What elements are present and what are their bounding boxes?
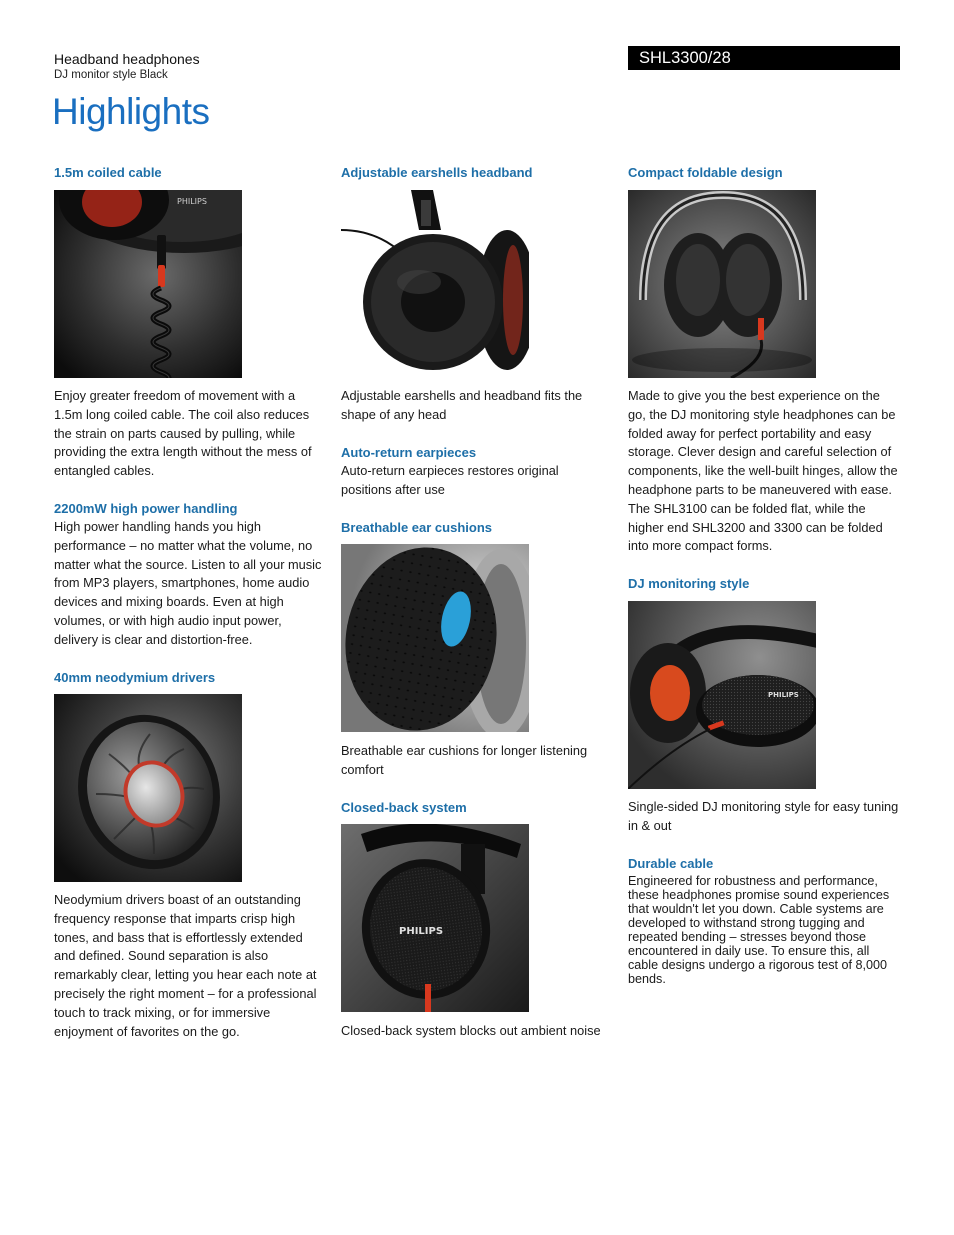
auto-return-description: Auto-return earpieces restores original … bbox=[341, 463, 559, 497]
dj-style-description: Single-sided DJ monitoring style for eas… bbox=[628, 799, 899, 833]
earshells-description: Adjustable earshells and headband fits t… bbox=[341, 388, 583, 422]
product-subtitle: DJ monitor style Black bbox=[54, 69, 168, 81]
section-title-earshells: Adjustable earshells headband bbox=[341, 165, 533, 180]
section-title-coiled-cable: 1.5m coiled cable bbox=[54, 165, 162, 180]
page-title: Highlights bbox=[52, 91, 210, 132]
philips-logo-text: PHILIPS bbox=[177, 197, 207, 206]
philips-logo-text: PHILIPS bbox=[768, 691, 799, 699]
dj-monitoring-image: PHILIPS bbox=[628, 601, 816, 789]
coiled-cable-description: Enjoy greater freedom of movement with a… bbox=[54, 388, 312, 479]
coiled-cable-image: PHILIPS bbox=[54, 190, 242, 378]
foldable-description: Made to give you the best experience on … bbox=[628, 388, 898, 554]
drivers-description: Neodymium drivers boast of an outstandin… bbox=[54, 892, 317, 1039]
section-title-foldable: Compact foldable design bbox=[628, 165, 783, 180]
section-title-auto-return: Auto-return earpieces bbox=[341, 445, 477, 460]
product-category: Headband headphones bbox=[54, 51, 200, 67]
model-number-bar: SHL3300/28 bbox=[628, 46, 900, 70]
power-handling-description: High power handling hands you high perfo… bbox=[54, 519, 322, 647]
section-title-power-handling: 2200mW high power handling bbox=[54, 501, 238, 516]
breathable-description: Breathable ear cushions for longer liste… bbox=[341, 743, 588, 777]
closed-back-description: Closed-back system blocks out ambient no… bbox=[341, 1023, 601, 1038]
philips-logo-text: PHILIPS bbox=[399, 926, 443, 937]
section-title-closed-back: Closed-back system bbox=[341, 800, 467, 815]
adjustable-earshells-image bbox=[341, 190, 529, 378]
closed-back-image: PHILIPS bbox=[341, 824, 529, 1012]
durable-description: Engineered for robustness and performanc… bbox=[628, 874, 890, 986]
section-title-durable: Durable cable bbox=[628, 856, 714, 871]
neodymium-driver-image bbox=[54, 694, 242, 882]
section-title-drivers: 40mm neodymium drivers bbox=[54, 670, 216, 685]
section-title-breathable: Breathable ear cushions bbox=[341, 520, 492, 535]
breathable-cushions-image bbox=[341, 544, 529, 732]
section-title-dj-style: DJ monitoring style bbox=[628, 576, 750, 591]
foldable-design-image bbox=[628, 190, 816, 378]
